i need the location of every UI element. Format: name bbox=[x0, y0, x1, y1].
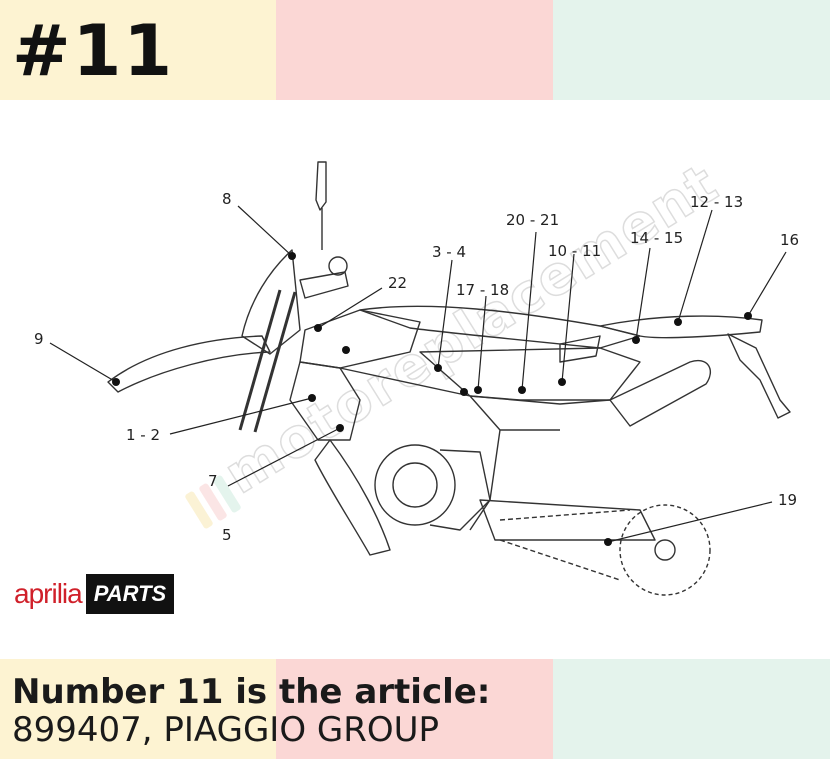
engine bbox=[374, 444, 456, 526]
exhaust bbox=[609, 359, 711, 427]
header-band bbox=[0, 0, 830, 100]
header-band-pink bbox=[276, 0, 553, 100]
callout-10-11: 10 - 11 bbox=[548, 242, 601, 260]
headlight-mask bbox=[241, 249, 301, 355]
callout-9: 9 bbox=[34, 330, 44, 348]
callout-dots bbox=[112, 252, 752, 546]
callout-7: 7 bbox=[208, 472, 218, 490]
rear-sprocket bbox=[619, 504, 711, 596]
callout-5: 5 bbox=[222, 526, 232, 544]
callout-labels: 8 9 1 - 2 3 - 4 22 17 - 18 20 - 21 10 - … bbox=[34, 190, 799, 544]
callout-22: 22 bbox=[388, 274, 407, 292]
front-fender bbox=[107, 335, 271, 393]
aprilia-parts-logo: aprilia PARTS bbox=[14, 574, 175, 614]
article-value: 899407, PIAGGIO GROUP bbox=[12, 710, 440, 750]
header-band-mint bbox=[553, 0, 830, 100]
logo-suffix: PARTS bbox=[85, 574, 175, 614]
motorcycle-decal-diagram: motoreplacement bbox=[34, 150, 799, 596]
article-heading: Number 11 is the article: bbox=[12, 672, 491, 712]
callout-14-15: 14 - 15 bbox=[630, 229, 683, 247]
callout-19: 19 bbox=[778, 491, 797, 509]
motorcycle-drawing bbox=[107, 161, 791, 596]
leader-lines bbox=[49, 205, 787, 543]
front-fender-lower bbox=[314, 439, 391, 556]
callout-17-18: 17 - 18 bbox=[456, 281, 509, 299]
footer-band-mint bbox=[553, 659, 830, 759]
mirror bbox=[315, 161, 327, 211]
callout-12-13: 12 - 13 bbox=[690, 193, 743, 211]
callout-1-2: 1 - 2 bbox=[126, 426, 160, 444]
callout-3-4: 3 - 4 bbox=[432, 243, 466, 261]
footer-band bbox=[0, 659, 830, 759]
footer-band-yellow bbox=[0, 659, 276, 759]
chain bbox=[499, 509, 631, 581]
rear-tail bbox=[599, 315, 763, 339]
callout-16: 16 bbox=[780, 231, 799, 249]
logo-brand: aprilia bbox=[14, 578, 83, 609]
swingarm bbox=[479, 499, 656, 541]
callout-20-21: 20 - 21 bbox=[506, 211, 559, 229]
part-number-title: #11 bbox=[12, 10, 175, 92]
callout-8: 8 bbox=[222, 190, 232, 208]
header-band-yellow bbox=[0, 0, 276, 100]
footer-band-pink bbox=[276, 659, 553, 759]
